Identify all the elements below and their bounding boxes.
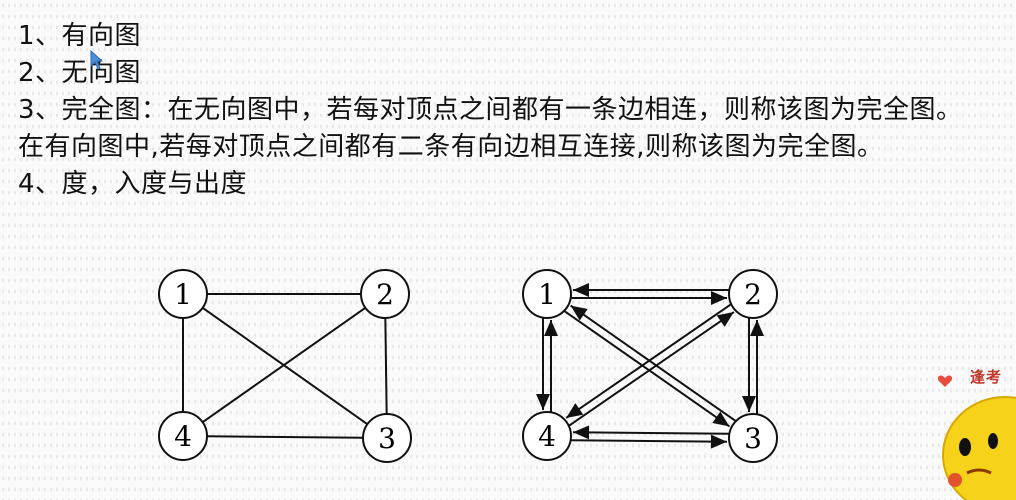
arrowhead-1-2 [711, 291, 727, 305]
arrowhead-4-1 [544, 320, 558, 336]
arrowhead-3-4 [573, 425, 589, 439]
arrowhead-1-4 [536, 394, 550, 410]
edge-2-3 [385, 318, 386, 414]
slide-text: 1、有向图 2、无向图 3、完全图：在无向图中，若每对顶点之间都有一条边相连，则… [18, 18, 1016, 203]
vertex-label-3: 3 [744, 422, 762, 455]
vertex-label-3: 3 [378, 422, 396, 455]
undirected-complete-graph: 1 2 3 4 [150, 250, 420, 480]
arc-4-3 [571, 440, 727, 442]
arrowhead-2-4 [566, 403, 583, 418]
directed-complete-graph: 1 2 3 4 [515, 250, 795, 480]
vertex-label-1: 1 [174, 278, 192, 311]
edges [183, 294, 387, 438]
line-complete-graph-directed: 在有向图中,若每对顶点之间都有二条有向边相互连接,则称该图为完全图。 [18, 129, 1016, 166]
arrowhead-2-3 [742, 396, 756, 412]
arrowhead-3-2 [750, 320, 764, 336]
vertex-label-4: 4 [174, 420, 192, 453]
arrowhead-4-2 [717, 312, 734, 327]
arrowhead-2-1 [573, 283, 589, 297]
edge-1-3 [203, 308, 368, 424]
heart-icon [938, 375, 952, 387]
arc-1-3 [564, 311, 729, 426]
vertex-label-4: 4 [538, 420, 556, 453]
line-complete-graph-undirected: 3、完全图：在无向图中，若每对顶点之间都有一条边相连，则称该图为完全图。 [18, 92, 1016, 129]
arc-4-2 [569, 312, 734, 426]
vertex-label-2: 2 [376, 278, 394, 311]
edges [536, 283, 764, 449]
arrowhead-4-3 [711, 435, 727, 449]
vertex-label-2: 2 [744, 278, 762, 311]
arc-3-1 [571, 306, 736, 421]
vertex-label-1: 1 [538, 278, 556, 311]
line-directed-graph: 1、有向图 [18, 18, 1016, 55]
line-degree: 4、度，入度与出度 [18, 166, 1016, 203]
arc-3-4 [573, 432, 729, 434]
line-undirected-graph: 2、无向图 [18, 55, 1016, 92]
mouse-cursor-icon [90, 50, 104, 70]
edge-4-3 [207, 436, 363, 438]
mascot-watermark-icon [935, 345, 1016, 500]
